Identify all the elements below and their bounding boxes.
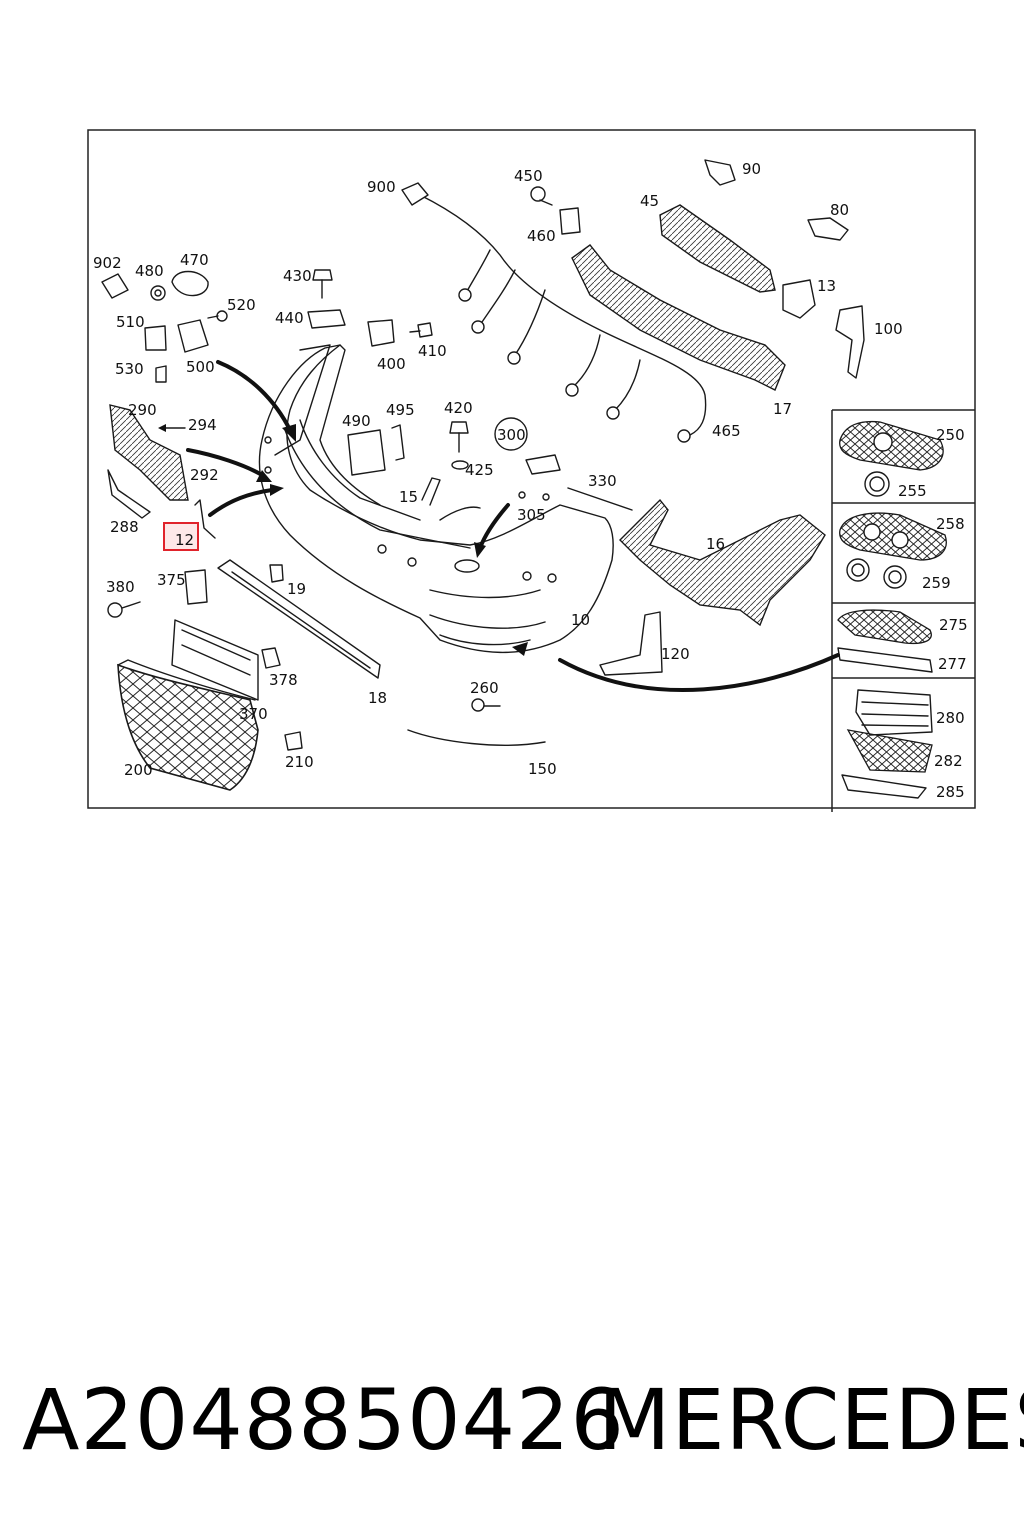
callout-430: 430 bbox=[283, 267, 312, 285]
brand-name: MERCEDES bbox=[598, 1371, 1024, 1469]
callout-292: 292 bbox=[190, 466, 219, 484]
callout-465: 465 bbox=[712, 422, 741, 440]
callout-400: 400 bbox=[377, 355, 406, 373]
callout-282: 282 bbox=[934, 752, 963, 770]
footer: A2048850426 MERCEDES bbox=[0, 1360, 1024, 1480]
callout-290: 290 bbox=[128, 401, 157, 419]
callout-294: 294 bbox=[188, 416, 217, 434]
callout-510: 510 bbox=[116, 313, 145, 331]
callout-17: 17 bbox=[773, 400, 792, 418]
callout-80: 80 bbox=[830, 201, 849, 219]
callout-210: 210 bbox=[285, 753, 314, 771]
callout-420: 420 bbox=[444, 399, 473, 417]
callout-255: 255 bbox=[898, 482, 927, 500]
trim-strip bbox=[217, 559, 381, 679]
callout-288: 288 bbox=[110, 518, 139, 536]
callout-13: 13 bbox=[817, 277, 836, 295]
callout-370: 370 bbox=[239, 705, 268, 723]
callout-410: 410 bbox=[418, 342, 447, 360]
callout-259: 259 bbox=[922, 574, 951, 592]
callout-100: 100 bbox=[874, 320, 903, 338]
callout-490: 490 bbox=[342, 412, 371, 430]
callout-10: 10 bbox=[571, 611, 590, 629]
callout-300: 300 bbox=[497, 426, 526, 444]
callout-16: 16 bbox=[706, 535, 725, 553]
upper-support bbox=[659, 204, 776, 293]
callout-260: 260 bbox=[470, 679, 499, 697]
callout-900: 900 bbox=[367, 178, 396, 196]
wiring-harness bbox=[419, 194, 707, 443]
callout-258: 258 bbox=[936, 515, 965, 533]
callout-labels: 900 450 90 45 80 902 480 470 430 460 13 … bbox=[93, 160, 968, 801]
callout-425: 425 bbox=[465, 461, 494, 479]
bumper-cover bbox=[258, 344, 614, 654]
callout-285: 285 bbox=[936, 783, 965, 801]
callout-380: 380 bbox=[106, 578, 135, 596]
callout-150: 150 bbox=[528, 760, 557, 778]
callout-530: 530 bbox=[115, 360, 144, 378]
callout-520: 520 bbox=[227, 296, 256, 314]
callout-90: 90 bbox=[742, 160, 761, 178]
callout-305: 305 bbox=[517, 506, 546, 524]
license-plate-holder bbox=[171, 619, 259, 701]
part-number: A2048850426 bbox=[22, 1371, 625, 1469]
bumper-bracket-right bbox=[619, 498, 826, 627]
callout-19: 19 bbox=[287, 580, 306, 598]
callout-18: 18 bbox=[368, 689, 387, 707]
callout-500: 500 bbox=[186, 358, 215, 376]
callout-375: 375 bbox=[157, 571, 186, 589]
inset-parts bbox=[837, 420, 947, 799]
callout-275: 275 bbox=[939, 616, 968, 634]
callout-378: 378 bbox=[269, 671, 298, 689]
callout-45: 45 bbox=[640, 192, 659, 210]
callout-circle-300 bbox=[494, 417, 528, 451]
callout-460: 460 bbox=[527, 227, 556, 245]
callout-440: 440 bbox=[275, 309, 304, 327]
inset-panels bbox=[831, 409, 975, 812]
callout-277: 277 bbox=[938, 655, 967, 673]
assembly-arrows bbox=[186, 360, 840, 693]
lower-trim-strip bbox=[407, 729, 546, 746]
callout-902: 902 bbox=[93, 254, 122, 272]
small-parts bbox=[101, 159, 865, 751]
callout-250: 250 bbox=[936, 426, 965, 444]
callout-280: 280 bbox=[936, 709, 965, 727]
callout-470: 470 bbox=[180, 251, 209, 269]
callout-450: 450 bbox=[514, 167, 543, 185]
callout-12: 12 bbox=[175, 531, 194, 549]
callout-495: 495 bbox=[386, 401, 415, 419]
impact-absorber bbox=[571, 244, 786, 391]
radiator-grille bbox=[117, 659, 259, 791]
callout-15: 15 bbox=[399, 488, 418, 506]
highlight-box-12 bbox=[163, 522, 199, 551]
callout-330: 330 bbox=[588, 472, 617, 490]
callout-200: 200 bbox=[124, 761, 153, 779]
diagram-frame bbox=[87, 129, 976, 809]
callout-480: 480 bbox=[135, 262, 164, 280]
callout-120: 120 bbox=[661, 645, 690, 663]
